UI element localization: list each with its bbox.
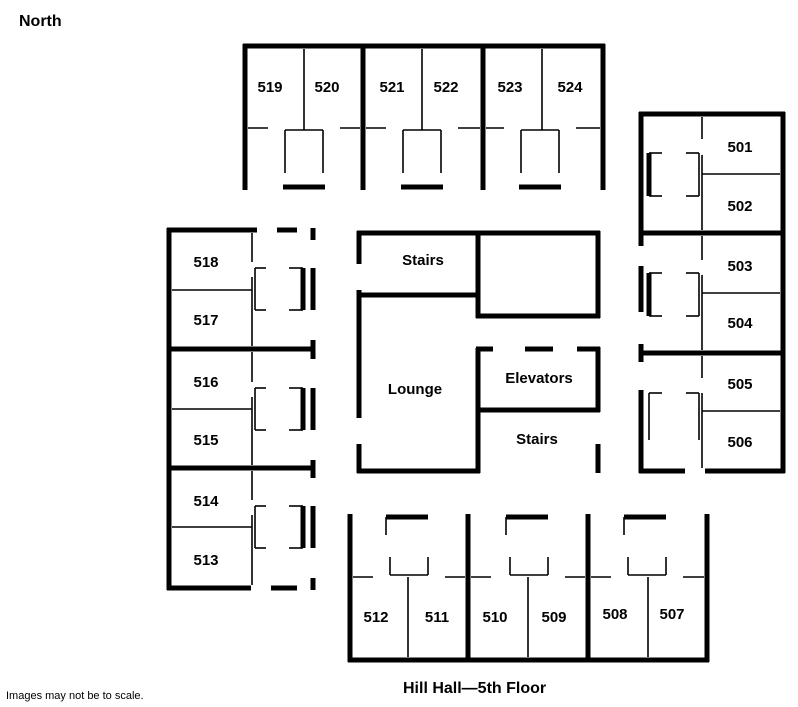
room-502: 502 [727, 198, 752, 215]
room-507: 507 [659, 606, 684, 623]
room-524: 524 [557, 79, 583, 96]
room-508: 508 [602, 606, 627, 623]
east-wing-walls [638, 111, 786, 474]
room-515: 515 [193, 432, 218, 449]
room-505: 505 [727, 376, 752, 393]
room-517: 517 [193, 312, 218, 329]
room-labels: 519 520 521 522 523 524 501 502 503 504 … [193, 79, 753, 626]
room-511: 511 [425, 609, 449, 626]
room-522: 522 [433, 79, 458, 96]
room-504: 504 [727, 315, 753, 332]
south-wing-walls [347, 514, 710, 663]
area-labels: Stairs Lounge Elevators Stairs [388, 252, 573, 448]
room-503: 503 [727, 258, 752, 275]
north-wing-walls [242, 43, 606, 190]
room-506: 506 [727, 434, 752, 451]
floor-title: Hill Hall—5th Floor [403, 680, 547, 697]
room-510: 510 [482, 609, 507, 626]
room-518: 518 [193, 254, 218, 271]
room-523: 523 [497, 79, 522, 96]
room-501: 501 [727, 139, 752, 156]
west-wing-walls [166, 227, 316, 591]
north-label: North [19, 13, 62, 30]
room-521: 521 [379, 79, 404, 96]
lounge-label: Lounge [388, 381, 442, 398]
room-512: 512 [363, 609, 388, 626]
core-walls [356, 230, 601, 474]
scale-disclaimer: Images may not be to scale. [6, 690, 144, 702]
room-513: 513 [193, 552, 218, 569]
room-520: 520 [314, 79, 339, 96]
elevators-label: Elevators [505, 370, 573, 387]
room-519: 519 [257, 79, 282, 96]
room-509: 509 [541, 609, 566, 626]
stairs-south-label: Stairs [516, 431, 558, 448]
room-516: 516 [193, 374, 218, 391]
closet-stubs [300, 153, 652, 548]
room-514: 514 [193, 493, 219, 510]
stairs-north-label: Stairs [402, 252, 444, 269]
